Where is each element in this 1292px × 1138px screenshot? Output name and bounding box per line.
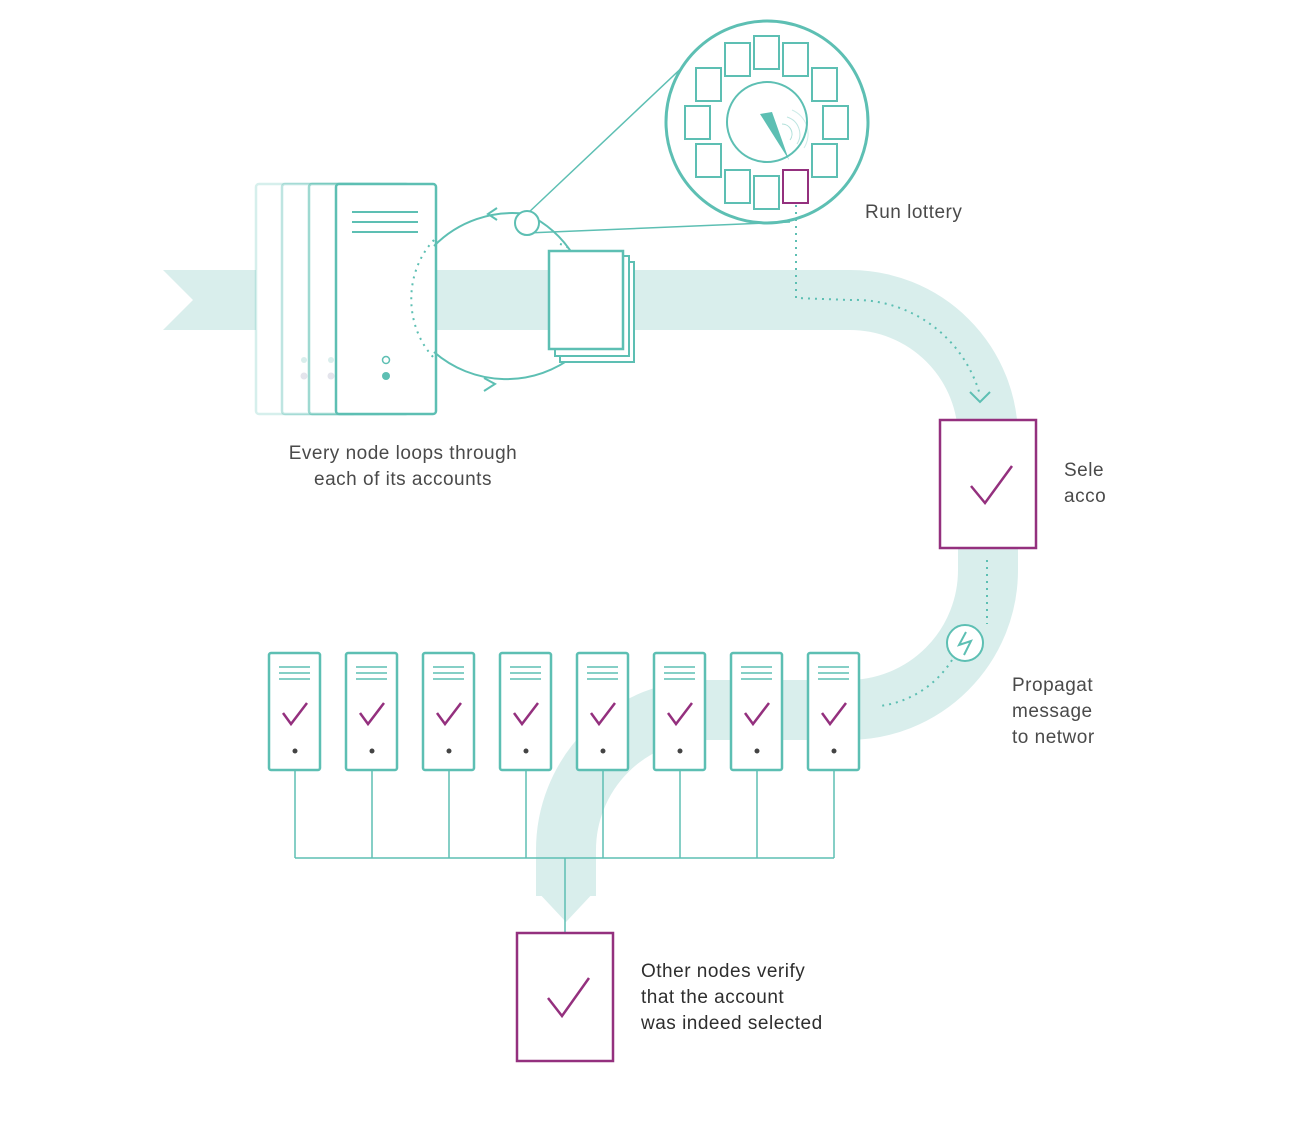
zoom-lines <box>514 59 791 236</box>
checkmark-icon <box>512 702 539 727</box>
network-nodes <box>267 651 861 772</box>
clock-icon <box>726 81 809 163</box>
lightning-icon <box>946 624 984 662</box>
checkmark-icon <box>358 702 385 727</box>
selected-account <box>938 418 1038 550</box>
checkmark-icon <box>589 702 616 727</box>
selected-ticket <box>782 169 809 204</box>
network-lines <box>294 770 835 932</box>
document-stack-icon <box>547 249 635 363</box>
selected-account-label-line2: acco <box>1064 486 1106 507</box>
checkmark-icon <box>820 702 847 727</box>
checkmark-icon <box>970 465 1014 506</box>
node-server-stack <box>254 182 438 416</box>
network-node <box>575 651 630 772</box>
network-node <box>729 651 784 772</box>
lottery-tickets <box>684 35 849 210</box>
loop-arrow-icon <box>486 207 498 221</box>
network-node <box>652 651 707 772</box>
selected-account-label-line1: Sele <box>1064 460 1104 481</box>
verify-label-line2: that the account <box>641 987 784 1008</box>
lottery-wheel <box>664 19 870 225</box>
network-node <box>344 651 399 772</box>
propagate-path <box>879 560 988 707</box>
every-node-label-line1: Every node loops through <box>289 443 518 464</box>
checkmark-icon <box>435 702 462 727</box>
every-node-label-line2: each of its accounts <box>314 469 492 490</box>
network-node <box>806 651 861 772</box>
network-node <box>498 651 553 772</box>
server-icon <box>334 182 438 416</box>
checkmark-icon <box>743 702 770 727</box>
propagate-label-line1: Propagat <box>1012 675 1093 696</box>
verified-account <box>515 931 615 1063</box>
checkmark-icon <box>281 702 308 727</box>
verify-label-line3: was indeed selected <box>640 1013 823 1034</box>
propagate-label-line2: message <box>1012 701 1093 722</box>
network-node <box>267 651 322 772</box>
run-lottery-label: Run lottery <box>865 202 962 223</box>
selection-path <box>795 205 991 404</box>
checkmark-icon <box>547 977 591 1019</box>
checkmark-icon <box>666 702 693 727</box>
network-node <box>421 651 476 772</box>
propagate-label-line3: to networ <box>1012 727 1095 748</box>
verify-label-line1: Other nodes verify <box>641 961 805 982</box>
loop-arrow-icon <box>483 377 497 392</box>
